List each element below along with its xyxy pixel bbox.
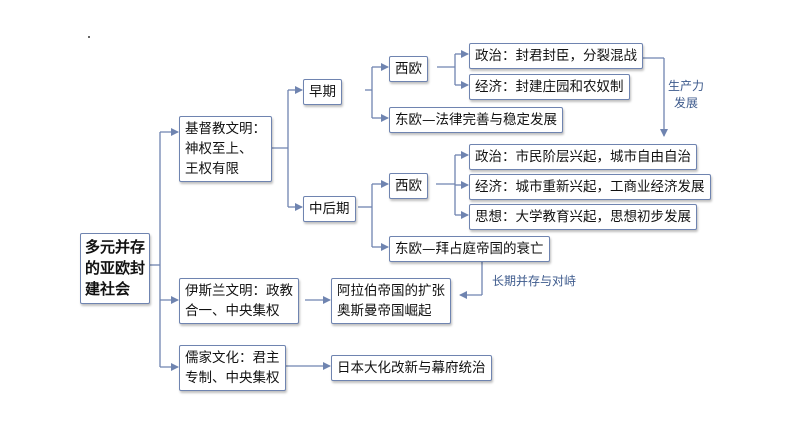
- early-economy-label: 经济：封建庄园和农奴制: [475, 79, 624, 95]
- islamic-line-1: 伊斯兰文明：政教: [185, 283, 293, 299]
- productivity-line-2: 发展: [674, 96, 699, 110]
- root-line-3: 建社会: [85, 280, 131, 298]
- productivity-line-1: 生产力: [668, 79, 705, 93]
- east-europe-early-box: 东欧—法律完善与稳定发展: [389, 107, 563, 133]
- coexist-annotation: 长期并存与对峙: [492, 273, 576, 290]
- islamic-outcome-line-2: 奥斯曼帝国崛起: [337, 303, 432, 319]
- islamic-civilization-box: 伊斯兰文明：政教 合一、中央集权: [179, 278, 299, 324]
- early-period-box: 早期: [303, 79, 342, 105]
- later-economy-box: 经济：城市重新兴起，工商业经济发展: [469, 174, 711, 200]
- christian-civilization-box: 基督教文明： 神权至上、 王权有限: [179, 116, 272, 182]
- later-period-box: 中后期: [303, 196, 356, 222]
- coexist-label: 长期并存与对峙: [492, 274, 577, 288]
- islamic-line-2: 合一、中央集权: [185, 303, 280, 319]
- early-politics-box: 政治：封君封臣，分裂混战: [469, 43, 643, 69]
- east-europe-later-label: 东欧—拜占庭帝国的衰亡: [395, 241, 544, 257]
- decor-dot: [88, 36, 90, 38]
- east-europe-later-box: 东欧—拜占庭帝国的衰亡: [389, 236, 550, 262]
- east-europe-early-label: 东欧—法律完善与稳定发展: [395, 112, 557, 128]
- productivity-annotation: 生产力 发展: [668, 78, 704, 112]
- later-thought-box: 思想：大学教育兴起，思想初步发展: [469, 204, 697, 230]
- islamic-outcome-box: 阿拉伯帝国的扩张 奥斯曼帝国崛起: [331, 278, 451, 324]
- west-europe-early-box: 西欧: [389, 56, 428, 82]
- later-thought-label: 思想：大学教育兴起，思想初步发展: [475, 209, 691, 225]
- islamic-outcome-line-1: 阿拉伯帝国的扩张: [337, 283, 445, 299]
- west-europe-later-label: 西欧: [395, 178, 422, 194]
- confucian-line-1: 儒家文化：君主: [185, 350, 280, 366]
- later-period-label: 中后期: [309, 201, 350, 217]
- confucian-line-2: 专制、中央集权: [185, 370, 280, 386]
- christian-line-1: 基督教文明：: [185, 121, 266, 137]
- root-line-1: 多元并存: [85, 238, 146, 256]
- later-politics-label: 政治：市民阶层兴起，城市自由自治: [475, 149, 691, 165]
- early-period-label: 早期: [309, 84, 336, 100]
- early-economy-box: 经济：封建庄园和农奴制: [469, 74, 630, 100]
- later-politics-box: 政治：市民阶层兴起，城市自由自治: [469, 144, 697, 170]
- root-box: 多元并存 的亚欧封 建社会: [80, 233, 151, 304]
- root-line-2: 的亚欧封: [85, 259, 146, 277]
- west-europe-later-box: 西欧: [389, 173, 428, 199]
- christian-line-3: 王权有限: [185, 161, 239, 177]
- west-europe-early-label: 西欧: [395, 61, 422, 77]
- later-economy-label: 经济：城市重新兴起，工商业经济发展: [475, 179, 705, 195]
- confucian-outcome-box: 日本大化改新与幕府统治: [331, 355, 492, 381]
- confucian-outcome-label: 日本大化改新与幕府统治: [337, 360, 486, 376]
- confucian-civilization-box: 儒家文化：君主 专制、中央集权: [179, 345, 286, 391]
- christian-line-2: 神权至上、: [185, 141, 253, 157]
- early-politics-label: 政治：封君封臣，分裂混战: [475, 48, 637, 64]
